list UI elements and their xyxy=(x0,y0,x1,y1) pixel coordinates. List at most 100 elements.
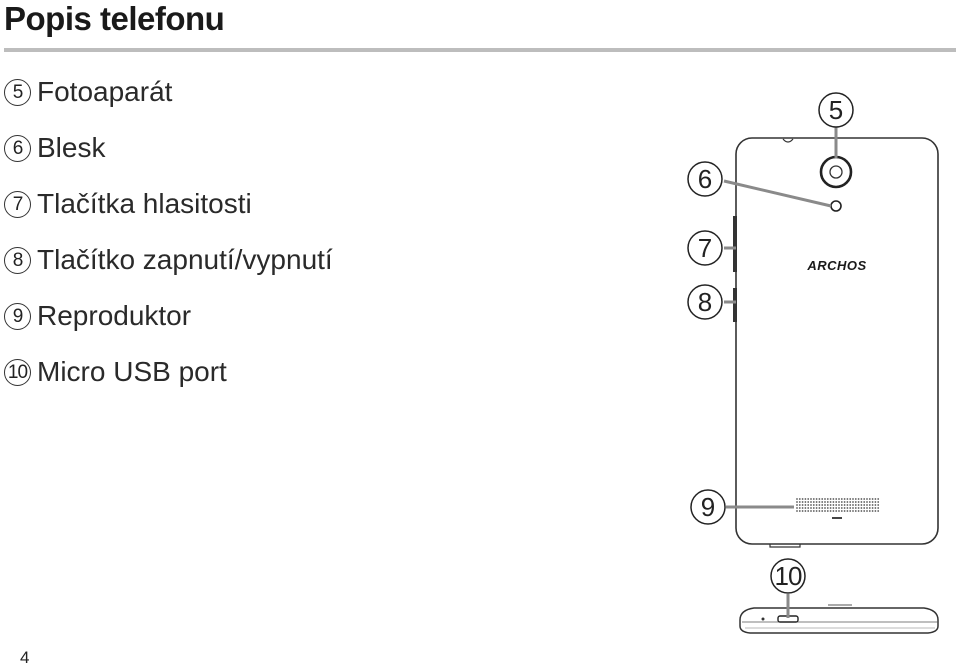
grille-dot xyxy=(852,510,854,512)
grille-dot xyxy=(874,510,877,512)
phone-back-outline xyxy=(735,137,939,545)
grille-dot xyxy=(843,498,846,500)
legend-item-power-button: 8 Tlačítko zapnutí/vypnutí xyxy=(4,246,333,274)
grille-dot xyxy=(849,498,852,500)
grille-dot xyxy=(798,498,801,500)
grille-dot xyxy=(857,507,860,509)
grille-dot xyxy=(826,507,829,509)
grille-dot xyxy=(857,498,860,500)
grille-dot xyxy=(815,501,818,503)
grille-dot xyxy=(796,507,798,509)
grille-dot xyxy=(818,501,821,503)
callout-5: 5 xyxy=(818,92,854,128)
camera-lens xyxy=(829,165,843,179)
legend-item-flash: 6 Blesk xyxy=(4,134,105,162)
grille-dot xyxy=(815,507,818,509)
legend-number-badge: 5 xyxy=(4,78,31,106)
grille-dot xyxy=(854,498,857,500)
grille-dot xyxy=(796,510,798,512)
legend-item-camera: 5 Fotoaparát xyxy=(4,78,172,106)
grille-dot xyxy=(874,504,877,506)
grille-dot xyxy=(846,498,849,500)
grille-dot xyxy=(832,510,835,512)
phone-bottom-view xyxy=(739,604,939,634)
grille-dot xyxy=(860,507,863,509)
grille-dot xyxy=(863,501,866,503)
legend-label: Tlačítka hlasitosti xyxy=(37,188,252,219)
grille-dot xyxy=(846,501,849,503)
volume-buttons-shape xyxy=(733,216,737,272)
grille-dot xyxy=(854,504,857,506)
top-notch xyxy=(782,138,794,143)
grille-dot xyxy=(798,510,801,512)
grille-dot xyxy=(874,501,877,503)
grille-dot xyxy=(871,498,874,500)
grille-dot xyxy=(829,498,832,500)
grille-dot xyxy=(832,507,835,509)
grille-dot xyxy=(868,507,871,509)
grille-dot xyxy=(863,510,866,512)
svg-text:5: 5 xyxy=(829,95,843,125)
grille-dot xyxy=(871,501,874,503)
grille-dot xyxy=(798,501,801,503)
callout-7: 7 xyxy=(687,230,723,266)
legend-number-badge: 6 xyxy=(4,134,31,162)
callout-6: 6 xyxy=(687,161,723,197)
grille-dot xyxy=(835,507,838,509)
grille-dot xyxy=(857,510,860,512)
grille-dot xyxy=(852,498,854,500)
legend-label: Micro USB port xyxy=(37,356,227,387)
grille-dot xyxy=(810,498,812,500)
grille-dot xyxy=(807,498,810,500)
grille-dot xyxy=(818,504,821,506)
grille-dot xyxy=(798,507,801,509)
callout-9: 9 xyxy=(690,489,726,525)
grille-dot xyxy=(877,510,880,512)
grille-dot xyxy=(849,510,852,512)
grille-dot xyxy=(849,504,852,506)
legend-item-speaker: 9 Reproduktor xyxy=(4,302,191,330)
grille-dot xyxy=(840,498,843,500)
grille-dot xyxy=(838,501,840,503)
grille-dot xyxy=(860,510,863,512)
grille-dot xyxy=(829,504,832,506)
grille-dot xyxy=(866,504,868,506)
svg-text:10: 10 xyxy=(775,561,802,591)
bottom-tab xyxy=(769,544,801,548)
grille-dot xyxy=(874,507,877,509)
legend-number-badge: 8 xyxy=(4,246,31,274)
grille-dot xyxy=(832,504,835,506)
grille-dot xyxy=(798,504,801,506)
grille-dot xyxy=(821,501,824,503)
grille-dot xyxy=(815,510,818,512)
grille-dot xyxy=(866,498,868,500)
grille-dot xyxy=(824,498,826,500)
svg-text:6: 6 xyxy=(698,164,712,194)
grille-dot xyxy=(810,507,812,509)
grille-dot xyxy=(863,498,866,500)
grille-dot xyxy=(801,501,804,503)
grille-dot xyxy=(804,504,807,506)
grille-dot xyxy=(868,501,871,503)
grille-dot xyxy=(840,501,843,503)
page-number: 4 xyxy=(20,648,30,667)
grille-dot xyxy=(804,501,807,503)
grille-dot xyxy=(868,510,871,512)
grille-dot xyxy=(826,501,829,503)
svg-text:9: 9 xyxy=(701,492,715,522)
grille-dot xyxy=(846,510,849,512)
power-button-shape xyxy=(733,288,737,322)
grille-dot xyxy=(804,498,807,500)
grille-dot xyxy=(838,507,840,509)
grille-dot xyxy=(877,501,880,503)
grille-dot xyxy=(866,510,868,512)
grille-dot xyxy=(810,510,812,512)
grille-dot xyxy=(796,501,798,503)
grille-dot xyxy=(852,504,854,506)
legend-label: Tlačítko zapnutí/vypnutí xyxy=(37,244,333,275)
grille-dot xyxy=(829,510,832,512)
grille-dot xyxy=(821,507,824,509)
grille-dot xyxy=(871,507,874,509)
legend-number-badge: 10 xyxy=(4,358,31,386)
